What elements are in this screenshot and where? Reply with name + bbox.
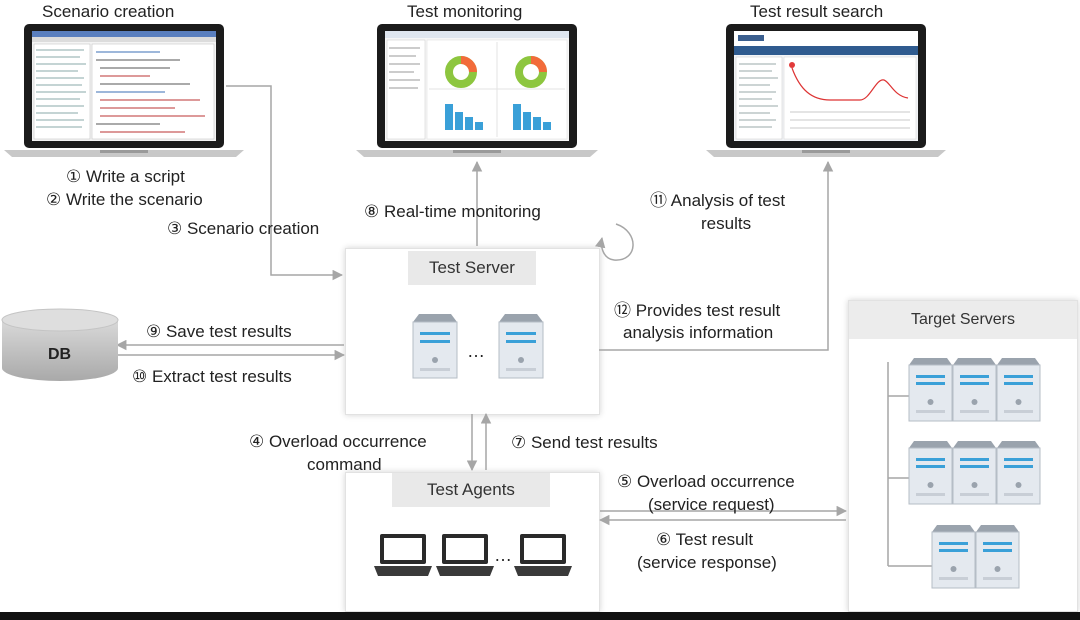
step-real-time-monitoring: ⑧ Real-time monitoring — [364, 202, 541, 221]
step-analysis-line2: results — [701, 214, 752, 233]
test-agent-laptops — [374, 534, 572, 576]
db-cylinder — [1, 308, 119, 381]
scenario-editor-laptop — [4, 24, 244, 157]
test-server-header: Test Server — [408, 251, 536, 285]
step-service-request-line1: ⑤ Overload occurrence — [617, 472, 795, 491]
step-extract-results: ⑩ Extract test results — [132, 367, 292, 386]
step-scenario-creation: ③ Scenario creation — [167, 219, 320, 238]
test-monitoring-title: Test monitoring — [407, 2, 523, 21]
step-overload-command-line2: command — [307, 455, 382, 474]
target-servers-header: Target Servers — [849, 301, 1077, 339]
step-service-response-line2: (service response) — [637, 553, 777, 572]
server-ellipsis: … — [467, 341, 485, 361]
test-server-box: Test Server — [345, 248, 600, 415]
scenario-creation-title: Scenario creation — [42, 2, 175, 21]
step-service-response-line1: ⑥ Test result — [656, 530, 754, 549]
result-search-laptop — [706, 24, 946, 157]
test-agents-header: Test Agents — [392, 473, 550, 507]
step-analysis-line1: ⑪ Analysis of test — [650, 191, 786, 210]
step-provides-analysis-line2: analysis information — [623, 323, 774, 342]
monitoring-laptop — [356, 24, 598, 157]
step-overload-command-line1: ④ Overload occurrence — [249, 432, 427, 451]
step-write-script: ① Write a script — [66, 167, 185, 186]
arrow-analysis-loop — [595, 223, 634, 261]
step-provides-analysis-line1: ⑫ Provides test result — [614, 301, 781, 320]
step-send-results: ⑦ Send test results — [511, 433, 658, 452]
bottom-bar — [0, 612, 1080, 620]
step-write-scenario: ② Write the scenario — [46, 190, 203, 209]
db-label: DB — [48, 346, 72, 363]
arrow-scenario-creation — [226, 85, 344, 281]
connectors — [115, 85, 848, 526]
step-service-request-line2: (service request) — [648, 495, 775, 514]
test-result-search-title: Test result search — [750, 2, 884, 21]
test-server-icons — [412, 314, 544, 379]
step-save-results: ⑨ Save test results — [146, 322, 292, 341]
arrow-analysis-info — [599, 160, 834, 351]
agent-ellipsis: … — [494, 545, 512, 565]
target-server-rack — [887, 358, 1041, 589]
